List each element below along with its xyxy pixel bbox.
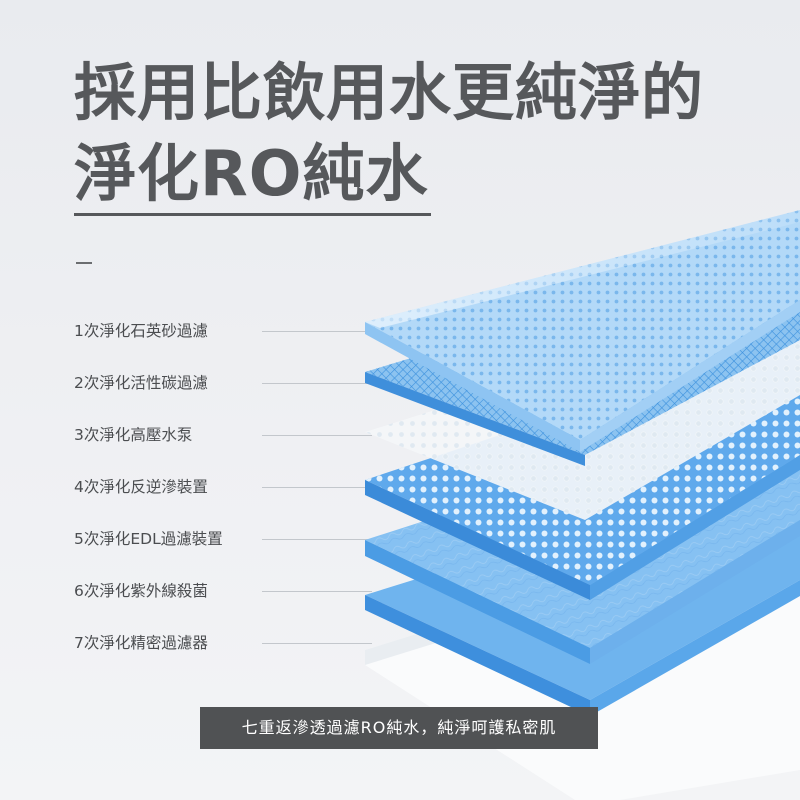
headline-line-1: 採用比飲用水更純淨的 <box>74 56 705 129</box>
step-5-leader-line <box>262 539 372 540</box>
step-4-leader-line <box>262 487 372 488</box>
filtration-step-5: 5次淨化EDL過濾裝置 <box>74 530 223 548</box>
step-1-leader-line <box>262 331 372 332</box>
caption-banner: 七重返滲透過濾RO純水，純淨呵護私密肌 <box>200 707 598 749</box>
headline-underline <box>74 213 431 216</box>
filtration-step-7: 7次淨化精密過濾器 <box>74 634 208 652</box>
filtration-step-4: 4次淨化反逆滲裝置 <box>74 478 208 496</box>
step-6-leader-line <box>262 591 372 592</box>
filtration-step-3: 3次淨化高壓水泵 <box>74 426 193 444</box>
section-dash <box>76 262 92 264</box>
step-2-leader-line <box>262 383 372 384</box>
filtration-step-2: 2次淨化活性碳過濾 <box>74 374 208 392</box>
step-7-leader-line <box>262 643 372 644</box>
headline-line-2: 淨化RO純水 <box>74 137 429 210</box>
filter-layer-1 <box>365 210 800 452</box>
filtration-step-6: 6次淨化紫外線殺菌 <box>74 582 208 600</box>
filtration-step-1: 1次淨化石英砂過濾 <box>74 322 208 340</box>
step-3-leader-line <box>262 435 372 436</box>
